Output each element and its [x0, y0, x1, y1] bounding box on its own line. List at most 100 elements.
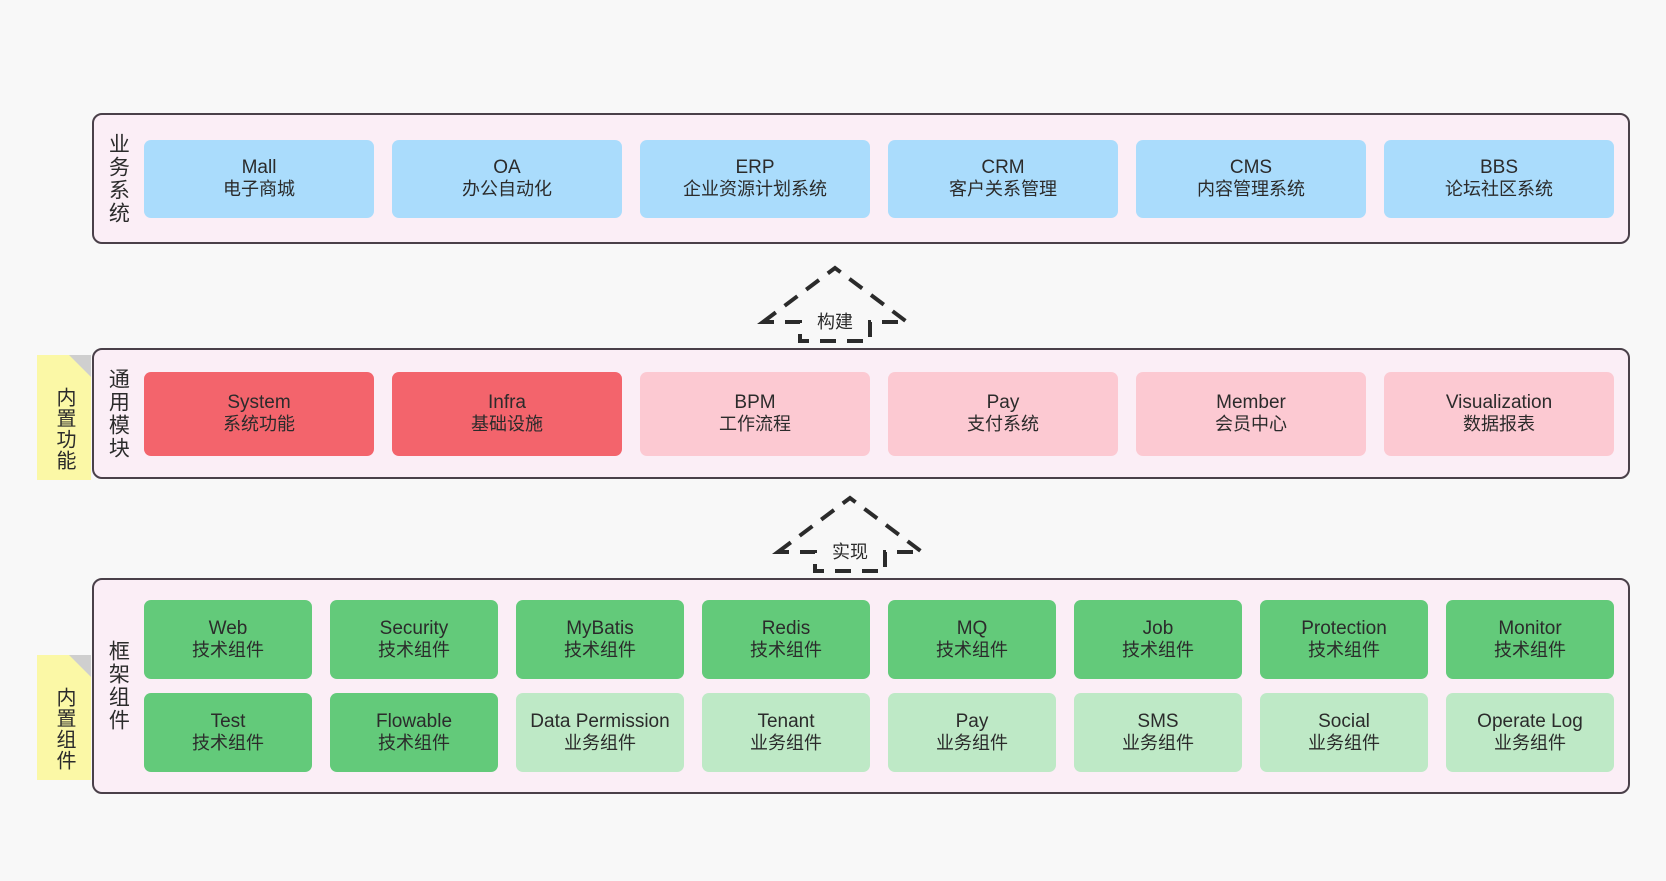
module-name: OA	[493, 156, 521, 178]
module-desc: 系统功能	[223, 414, 295, 435]
module-card-bbs[interactable]: BBS 论坛社区系统	[1384, 139, 1614, 218]
component-name: Redis	[761, 617, 811, 639]
module-desc: 会员中心	[1215, 414, 1287, 435]
module-card-oa[interactable]: OA 办公自动化	[392, 139, 622, 218]
module-desc: 内容管理系统	[1197, 179, 1305, 200]
component-name: Protection	[1301, 617, 1387, 639]
component-name: SMS	[1137, 710, 1179, 732]
component-card-tenant[interactable]: Tenant 业务组件	[702, 693, 870, 772]
component-card-protection[interactable]: Protection 技术组件	[1260, 600, 1428, 679]
component-desc: 技术组件	[192, 733, 264, 754]
note-builtin-features: 内置功能	[37, 355, 91, 480]
module-card-infra[interactable]: Infra 基础设施	[392, 371, 622, 456]
module-name: Mall	[241, 156, 277, 178]
layer-body-business-systems: Mall 电子商城 OA 办公自动化 ERP 企业资源计划系统 CRM 客户关系…	[140, 115, 1628, 242]
component-name: Tenant	[757, 710, 815, 732]
component-card-sms[interactable]: SMS 业务组件	[1074, 693, 1242, 772]
module-name: Pay	[986, 391, 1020, 413]
layer-title-business-systems: 业务系统	[106, 132, 130, 225]
arrow-build-icon: 构建	[757, 262, 913, 344]
component-name: Data Permission	[530, 710, 670, 732]
module-name: ERP	[735, 156, 775, 178]
component-desc: 业务组件	[1494, 733, 1566, 754]
component-name: Test	[210, 710, 246, 732]
module-desc: 工作流程	[719, 414, 791, 435]
module-desc: 电子商城	[223, 179, 295, 200]
arrow-implement-icon: 实现	[772, 492, 928, 574]
module-name: Visualization	[1445, 391, 1553, 413]
module-row: Mall 电子商城 OA 办公自动化 ERP 企业资源计划系统 CRM 客户关系…	[144, 139, 1614, 218]
module-card-cms[interactable]: CMS 内容管理系统	[1136, 139, 1366, 218]
component-card-flowable[interactable]: Flowable 技术组件	[330, 693, 498, 772]
component-card-social[interactable]: Social 业务组件	[1260, 693, 1428, 772]
component-name: Job	[1142, 617, 1174, 639]
component-desc: 技术组件	[750, 640, 822, 661]
layer-framework-components: 框架组件 Web 技术组件 Security 技术组件 MyBatis 技术组件…	[92, 578, 1630, 794]
module-card-member[interactable]: Member 会员中心	[1136, 371, 1366, 456]
module-card-mall[interactable]: Mall 电子商城	[144, 139, 374, 218]
component-desc: 业务组件	[1308, 733, 1380, 754]
component-card-security[interactable]: Security 技术组件	[330, 600, 498, 679]
component-card-web[interactable]: Web 技术组件	[144, 600, 312, 679]
module-card-bpm[interactable]: BPM 工作流程	[640, 371, 870, 456]
component-desc: 技术组件	[564, 640, 636, 661]
component-name: Pay	[955, 710, 989, 732]
component-desc: 业务组件	[564, 733, 636, 754]
component-desc: 技术组件	[1122, 640, 1194, 661]
component-desc: 业务组件	[1122, 733, 1194, 754]
module-row: System 系统功能 Infra 基础设施 BPM 工作流程 Pay 支付系统…	[144, 371, 1614, 456]
module-desc: 办公自动化	[462, 179, 552, 200]
component-desc: 技术组件	[1308, 640, 1380, 661]
component-card-test[interactable]: Test 技术组件	[144, 693, 312, 772]
layer-body-framework-components: Web 技术组件 Security 技术组件 MyBatis 技术组件 Redi…	[140, 580, 1628, 792]
component-card-job[interactable]: Job 技术组件	[1074, 600, 1242, 679]
module-row: Test 技术组件 Flowable 技术组件 Data Permission …	[144, 693, 1614, 772]
module-card-system[interactable]: System 系统功能	[144, 371, 374, 456]
module-card-crm[interactable]: CRM 客户关系管理	[888, 139, 1118, 218]
module-row: Web 技术组件 Security 技术组件 MyBatis 技术组件 Redi…	[144, 600, 1614, 679]
component-desc: 技术组件	[936, 640, 1008, 661]
module-name: CMS	[1229, 156, 1273, 178]
component-name: MQ	[956, 617, 988, 639]
module-card-visualization[interactable]: Visualization 数据报表	[1384, 371, 1614, 456]
module-desc: 基础设施	[471, 414, 543, 435]
note-builtin-components: 内置组件	[37, 655, 91, 780]
component-name: Monitor	[1498, 617, 1562, 639]
note-fold-corner-icon	[69, 655, 91, 677]
component-card-mq[interactable]: MQ 技术组件	[888, 600, 1056, 679]
module-desc: 客户关系管理	[949, 179, 1057, 200]
module-name: Infra	[487, 391, 527, 413]
component-card-mybatis[interactable]: MyBatis 技术组件	[516, 600, 684, 679]
module-desc: 企业资源计划系统	[683, 179, 827, 200]
component-card-monitor[interactable]: Monitor 技术组件	[1446, 600, 1614, 679]
module-name: Member	[1216, 391, 1286, 413]
note-fold-corner-icon	[69, 355, 91, 377]
component-name: Web	[208, 617, 248, 639]
component-card-redis[interactable]: Redis 技术组件	[702, 600, 870, 679]
module-name: BPM	[734, 391, 776, 413]
layer-business-systems: 业务系统 Mall 电子商城 OA 办公自动化 ERP 企业资源计划系统 CRM…	[92, 113, 1630, 244]
module-desc: 支付系统	[967, 414, 1039, 435]
component-desc: 技术组件	[378, 733, 450, 754]
component-name: Flowable	[375, 710, 453, 732]
component-name: Social	[1318, 710, 1370, 732]
module-name: CRM	[981, 156, 1025, 178]
component-desc: 技术组件	[192, 640, 264, 661]
module-desc: 数据报表	[1463, 414, 1535, 435]
arrow-implement-label: 实现	[830, 538, 870, 564]
module-card-erp[interactable]: ERP 企业资源计划系统	[640, 139, 870, 218]
layer-title-framework-components: 框架组件	[106, 640, 130, 732]
module-desc: 论坛社区系统	[1445, 179, 1553, 200]
component-name: MyBatis	[566, 617, 634, 639]
component-name: Security	[379, 617, 449, 639]
arrow-build-label: 构建	[815, 308, 855, 334]
note-label: 内置组件	[53, 686, 75, 771]
component-card-pay[interactable]: Pay 业务组件	[888, 693, 1056, 772]
component-card-data-permission[interactable]: Data Permission 业务组件	[516, 693, 684, 772]
note-label: 内置功能	[53, 386, 75, 471]
module-name: System	[227, 391, 291, 413]
layer-common-modules: 通用模块 System 系统功能 Infra 基础设施 BPM 工作流程 Pay…	[92, 348, 1630, 479]
component-card-operate-log[interactable]: Operate Log 业务组件	[1446, 693, 1614, 772]
module-card-pay[interactable]: Pay 支付系统	[888, 371, 1118, 456]
